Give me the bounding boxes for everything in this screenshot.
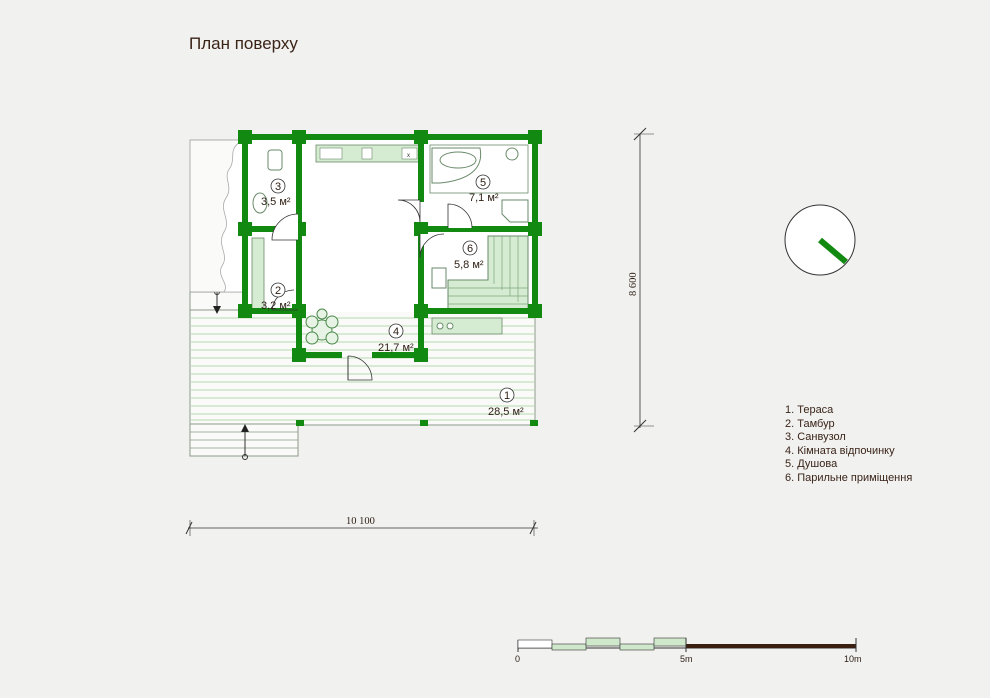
- page-title: План поверху: [189, 34, 298, 53]
- svg-text:x: x: [407, 153, 410, 159]
- kitchen-counter: x: [315, 144, 420, 163]
- room-4-number: 4: [393, 326, 399, 338]
- room-1-number: 1: [504, 390, 510, 402]
- scale-label-5m: 5m: [680, 654, 693, 664]
- compass-icon: [784, 204, 856, 276]
- room-2-number: 2: [275, 285, 281, 297]
- legend-item: 5. Душова: [785, 458, 838, 470]
- room-4-area: 21,7 м²: [378, 342, 414, 354]
- room-labels: 3 3,5 м² 2 3,2 м² 4 21,7 м² 5 7,1 м² 6 5…: [261, 174, 524, 418]
- legend-item: 6. Парильне приміщення: [785, 471, 913, 484]
- entry-cabinet: [431, 317, 503, 335]
- room-6-number: 6: [467, 243, 473, 255]
- legend-item: 3. Санвузол: [785, 431, 846, 443]
- facade-trees: [189, 139, 246, 293]
- room-5-area: 7,1 м²: [469, 192, 499, 204]
- plant-icon: [305, 308, 339, 345]
- shower-fixtures: [429, 144, 529, 223]
- doors: [271, 199, 473, 381]
- legend: 1. Тераса 2. Тамбур 3. Санвузол 4. Кімна…: [785, 404, 912, 485]
- room-1-area: 28,5 м²: [488, 406, 524, 418]
- room-6-area: 5,8 м²: [454, 259, 484, 271]
- room-3-number: 3: [275, 181, 281, 193]
- walls: [238, 130, 542, 426]
- room-3-area: 3,5 м²: [261, 196, 291, 208]
- scale-label-10m: 10m: [844, 654, 862, 664]
- dimension-height: 8 600: [628, 127, 654, 433]
- dimension-width: 10 100: [185, 516, 538, 536]
- room-5-number: 5: [480, 177, 486, 189]
- scale-label-0: 0: [515, 654, 520, 664]
- scale-bar: 0 5m 10m: [515, 637, 862, 664]
- terrace-deck: [189, 289, 536, 460]
- legend-item: 2. Тамбур: [785, 417, 835, 430]
- dimension-width-label: 10 100: [346, 516, 375, 527]
- room-2-area: 3,2 м²: [261, 300, 291, 312]
- legend-item: 4. Кімната відпочинку: [785, 444, 895, 457]
- dimension-height-label: 8 600: [628, 272, 639, 296]
- bathroom-fixtures: [252, 149, 283, 214]
- legend-item: 1. Тераса: [785, 404, 834, 416]
